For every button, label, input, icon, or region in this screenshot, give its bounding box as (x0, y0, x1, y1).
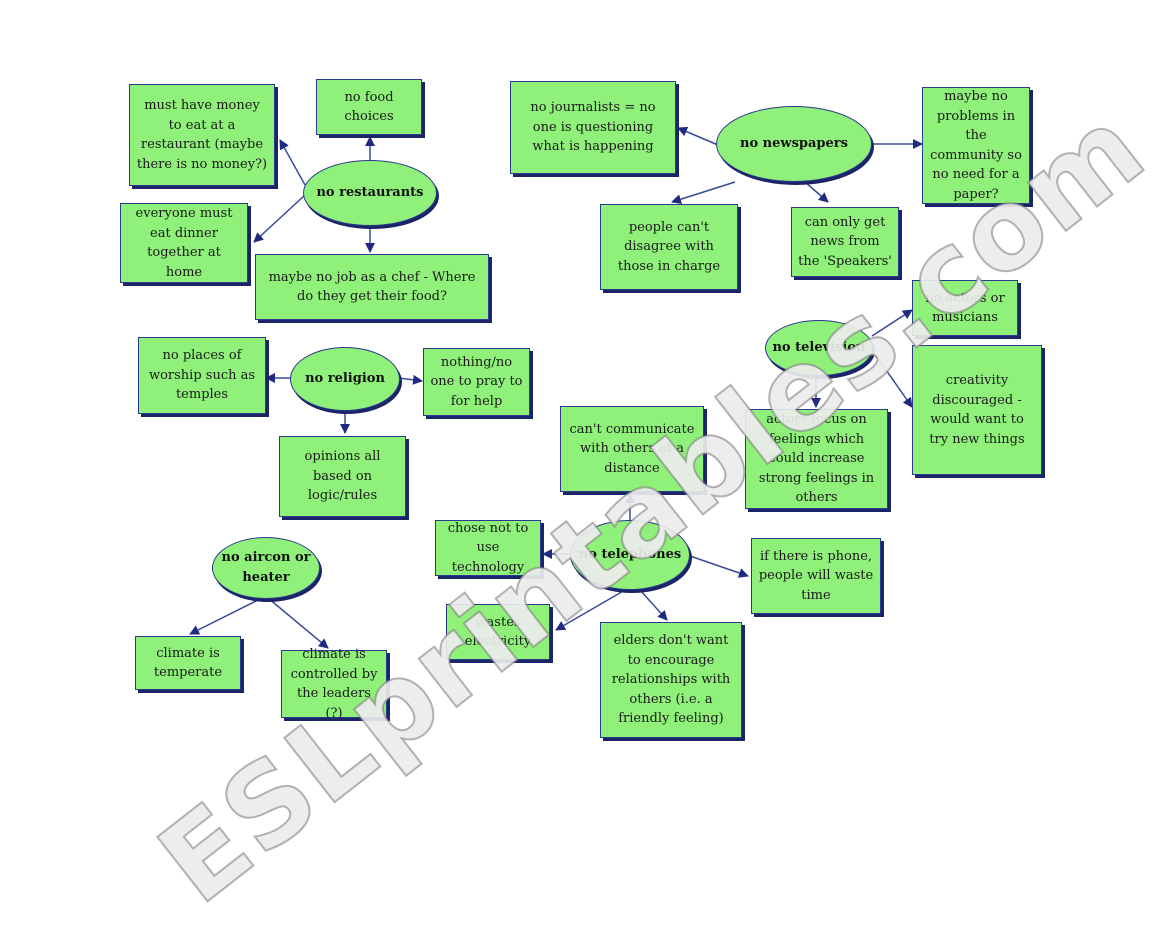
box-pray: nothing/no one to pray to for help (423, 348, 530, 416)
connector-line (639, 589, 668, 621)
box-journalists: no journalists = no one is questioning w… (510, 81, 676, 174)
node-no-aircon: no aircon or heater (212, 537, 320, 599)
box-speakers: can only get news from the 'Speakers' (791, 207, 899, 277)
connector-line (189, 597, 263, 635)
node-no-telephones: no telephones (570, 520, 690, 590)
box-electricity: wastes electricity (446, 604, 550, 660)
box-controlled: climate is controlled by the leaders (?) (281, 647, 387, 721)
box-elders: elders don't want to encourage relations… (600, 622, 742, 738)
connector-line (398, 374, 423, 385)
connector-line (804, 181, 829, 203)
box-money: must have money to eat at a restaurant (… (129, 84, 275, 186)
box-disagree: people can't disagree with those in char… (600, 204, 738, 290)
connector-line (689, 555, 749, 578)
box-food-choices: no food choices (316, 79, 422, 135)
box-no-problems: maybe no problems in the community so no… (922, 87, 1030, 204)
box-actors-musicians: no actors or musicians (912, 280, 1018, 336)
box-creativity: creativity discouraged - would want to t… (912, 345, 1042, 475)
node-no-restaurants: no restaurants (303, 160, 437, 226)
connector-line (677, 126, 719, 146)
connector-line (871, 349, 913, 408)
box-technology: chose not to use technology (435, 520, 541, 576)
box-waste-time: if there is phone, people will waste tim… (751, 538, 881, 614)
concept-map: no restaurants no newspapers no religion… (120, 79, 1169, 929)
box-actors-feelings: actors focus on feelings which could inc… (745, 409, 888, 509)
node-no-religion: no religion (290, 347, 400, 411)
box-chef: maybe no job as a chef - Where do they g… (255, 254, 489, 320)
connector-line (267, 597, 329, 649)
box-eat-together: everyone must eat dinner together at hom… (120, 203, 248, 283)
node-no-newspapers: no newspapers (716, 106, 872, 182)
connector-line (253, 194, 306, 243)
box-temperate: climate is temperate (135, 636, 241, 690)
box-worship: no places of worship such as temples (138, 337, 266, 414)
connector-line (279, 139, 306, 186)
connector-line (671, 181, 736, 205)
node-no-television: no television (765, 320, 873, 376)
box-communicate: can't communicate with others at a dista… (560, 406, 704, 492)
box-logic: opinions all based on logic/rules (279, 436, 406, 517)
connector-line (871, 309, 913, 337)
